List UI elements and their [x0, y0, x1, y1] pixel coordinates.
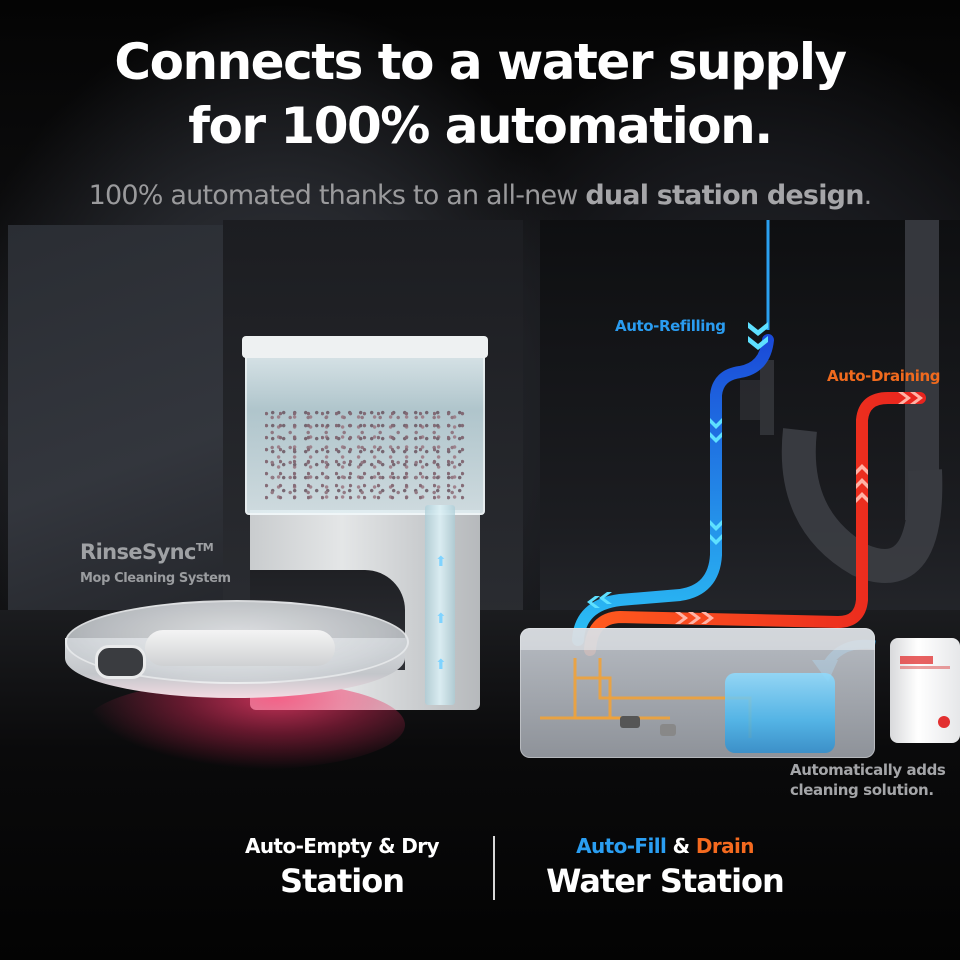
- refill-chevrons: [587, 322, 768, 608]
- water-station-top: [520, 628, 875, 650]
- caption-left-big: Station: [280, 862, 405, 900]
- robot-vacuum: [65, 600, 409, 770]
- cabinet-wall-left: [8, 225, 224, 620]
- dust-bin-transparent: [242, 336, 488, 515]
- caption-divider: [493, 836, 495, 900]
- mop-system-label: Mop Cleaning System: [80, 571, 231, 586]
- internal-tubing: [540, 658, 752, 738]
- suction-tube: [425, 505, 455, 705]
- caption-left-small: Auto-Empty & Dry: [244, 834, 440, 858]
- subheadline: 100% automated thanks to an all-new dual…: [0, 180, 960, 211]
- headline-line-1: Connects to a water supply: [114, 33, 847, 91]
- caption-auto-empty-station: Auto-Empty & Dry Station: [222, 832, 462, 902]
- debris-particles: [265, 410, 465, 500]
- headline: Connects to a water supply for 100% auto…: [0, 30, 960, 158]
- cleaning-solution-line-1: Automatically adds: [790, 761, 946, 779]
- subheadline-regular: 100% automated thanks to an all-new: [88, 180, 586, 211]
- rinsesync-label: RinseSyncTM: [80, 540, 214, 564]
- auto-fill-text: Auto-Fill: [576, 834, 667, 858]
- brand-logo-icon: [938, 716, 950, 728]
- caption-right-big: Water Station: [546, 862, 785, 900]
- water-station: [520, 628, 875, 758]
- dust-bin-lid: [242, 336, 488, 358]
- cleaning-solution-label: Automatically adds cleaning solution.: [790, 760, 946, 800]
- auto-refilling-label: Auto-Refilling: [615, 317, 726, 335]
- drain-chevrons: [675, 392, 923, 624]
- caption-water-station: Auto-Fill & Drain Water Station: [520, 832, 810, 902]
- trademark-mark: TM: [195, 541, 214, 554]
- drain-text: Drain: [695, 834, 755, 858]
- arrow-up-icon: ⬆: [435, 657, 447, 673]
- headline-line-2: for 100% automation.: [188, 97, 773, 155]
- cleaning-solution-line-2: cleaning solution.: [790, 781, 934, 799]
- subheadline-period: .: [863, 180, 873, 211]
- subheadline-bold: dual station design: [585, 180, 864, 211]
- refill-path: [572, 334, 774, 646]
- mop-roller: [145, 630, 335, 666]
- cleaning-solution-pouch: [890, 638, 960, 743]
- arrow-up-icon: ⬆: [435, 554, 447, 570]
- caption-right-small: Auto-Fill & Drain: [520, 832, 810, 860]
- arrow-up-icon: ⬆: [435, 611, 447, 627]
- solution-tank: [725, 673, 835, 753]
- rinsesync-text: RinseSync: [80, 540, 196, 564]
- pouch-title-stripe: [900, 656, 955, 664]
- drain-path: [584, 392, 926, 656]
- robot-side-window: [95, 645, 146, 679]
- auto-draining-label: Auto-Draining: [827, 367, 941, 385]
- ampersand-text: &: [666, 834, 696, 858]
- pouch-subtitle-stripe: [900, 666, 950, 669]
